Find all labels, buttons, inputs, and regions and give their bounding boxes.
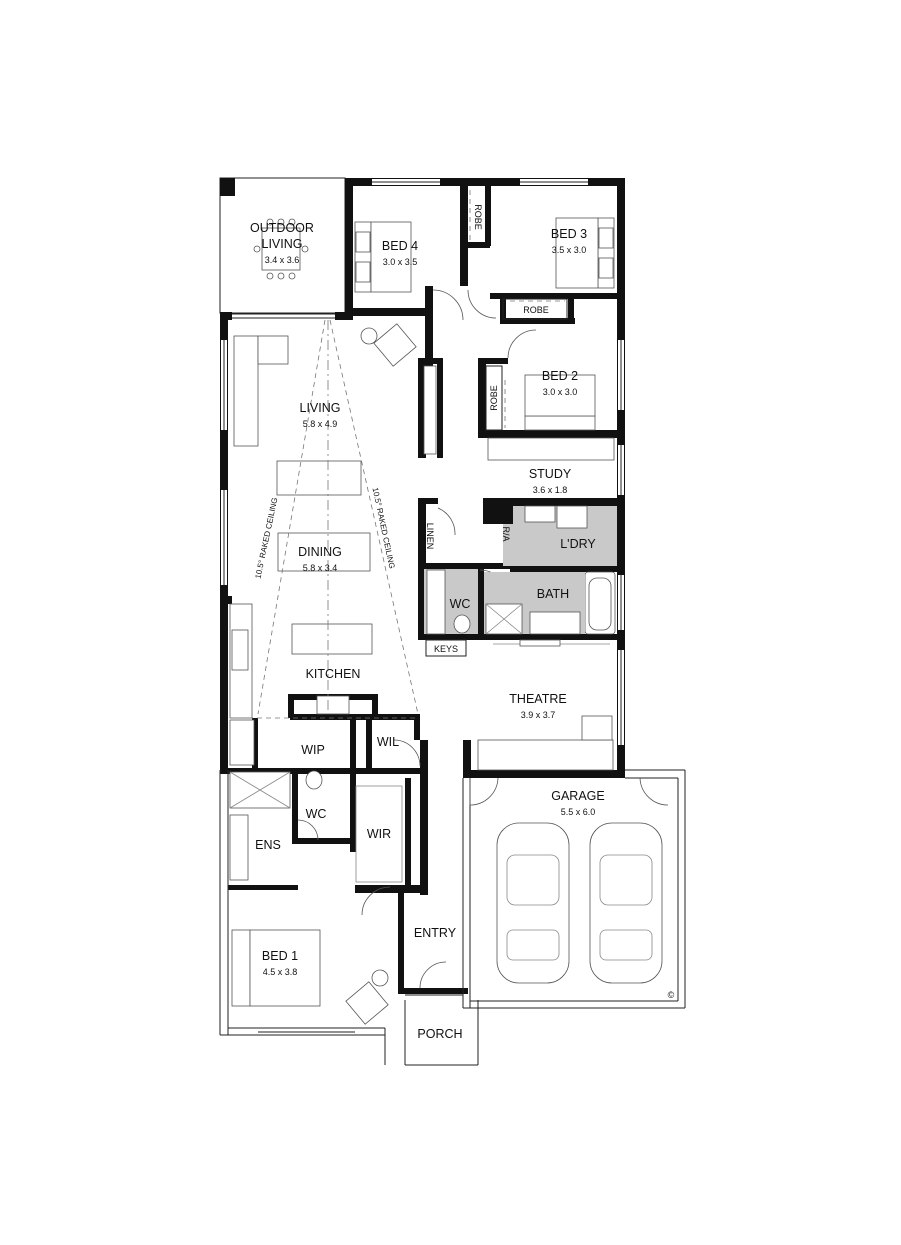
garage-area bbox=[462, 769, 686, 1009]
garage-size: 5.5 x 6.0 bbox=[561, 807, 596, 817]
living-label: LIVING bbox=[300, 401, 341, 415]
furniture bbox=[229, 190, 616, 1033]
wc-ens-label: WC bbox=[306, 807, 327, 821]
wc-main-label: WC bbox=[450, 597, 471, 611]
outdoor-living-label-2: LIVING bbox=[262, 237, 303, 251]
outdoor-living-size: 3.4 x 3.6 bbox=[265, 255, 300, 265]
wip-label: WIP bbox=[301, 743, 325, 757]
bed2-label: BED 2 bbox=[542, 369, 578, 383]
kitchen-label: KITCHEN bbox=[306, 667, 361, 681]
room-labels: OUTDOOR LIVING 3.4 x 3.6 BED 4 3.0 x 3.5… bbox=[250, 221, 605, 1041]
robe-bed2-label: ROBE bbox=[489, 385, 499, 411]
dining-size: 5.8 x 3.4 bbox=[303, 563, 338, 573]
raked-ceiling-right-label: 10.5° RAKED CEILING bbox=[371, 487, 397, 570]
living-size: 5.8 x 4.9 bbox=[303, 419, 338, 429]
robe-bed4-label: ROBE bbox=[473, 204, 483, 230]
study-size: 3.6 x 1.8 bbox=[533, 485, 568, 495]
car-icon bbox=[496, 822, 570, 984]
bed3-label: BED 3 bbox=[551, 227, 587, 241]
ens-label: ENS bbox=[255, 838, 281, 852]
bed4-size: 3.0 x 3.5 bbox=[383, 257, 418, 267]
ra-label: R/A bbox=[501, 526, 511, 541]
walls bbox=[219, 178, 625, 1065]
study-label: STUDY bbox=[529, 467, 572, 481]
bed2-size: 3.0 x 3.0 bbox=[543, 387, 578, 397]
bath-label: BATH bbox=[537, 587, 569, 601]
copyright-mark: © bbox=[668, 990, 675, 1000]
entry-label: ENTRY bbox=[414, 926, 457, 940]
bed3-size: 3.5 x 3.0 bbox=[552, 245, 587, 255]
outdoor-living-label: OUTDOOR bbox=[250, 221, 314, 235]
raked-ceiling-lines bbox=[230, 319, 419, 719]
raked-ceiling-left-label: 10.5° RAKED CEILING bbox=[253, 497, 279, 580]
bed1-size: 4.5 x 3.8 bbox=[263, 967, 298, 977]
bed4-label: BED 4 bbox=[382, 239, 418, 253]
wil-label: WIL bbox=[377, 735, 399, 749]
linen-label: LINEN bbox=[425, 523, 435, 550]
garage-label: GARAGE bbox=[551, 789, 605, 803]
robe-bed3-label: ROBE bbox=[523, 305, 549, 315]
car-icon bbox=[589, 822, 663, 984]
laundry-label: L'DRY bbox=[560, 537, 596, 551]
dining-label: DINING bbox=[298, 545, 342, 559]
theatre-size: 3.9 x 3.7 bbox=[521, 710, 556, 720]
wet-areas bbox=[424, 504, 617, 635]
porch-area bbox=[404, 994, 479, 1066]
keys-label: KEYS bbox=[434, 644, 458, 654]
porch-label: PORCH bbox=[417, 1027, 462, 1041]
bed1-label: BED 1 bbox=[262, 949, 298, 963]
wir-label: WIR bbox=[367, 827, 391, 841]
theatre-label: THEATRE bbox=[509, 692, 566, 706]
outdoor-living-area bbox=[219, 177, 346, 314]
